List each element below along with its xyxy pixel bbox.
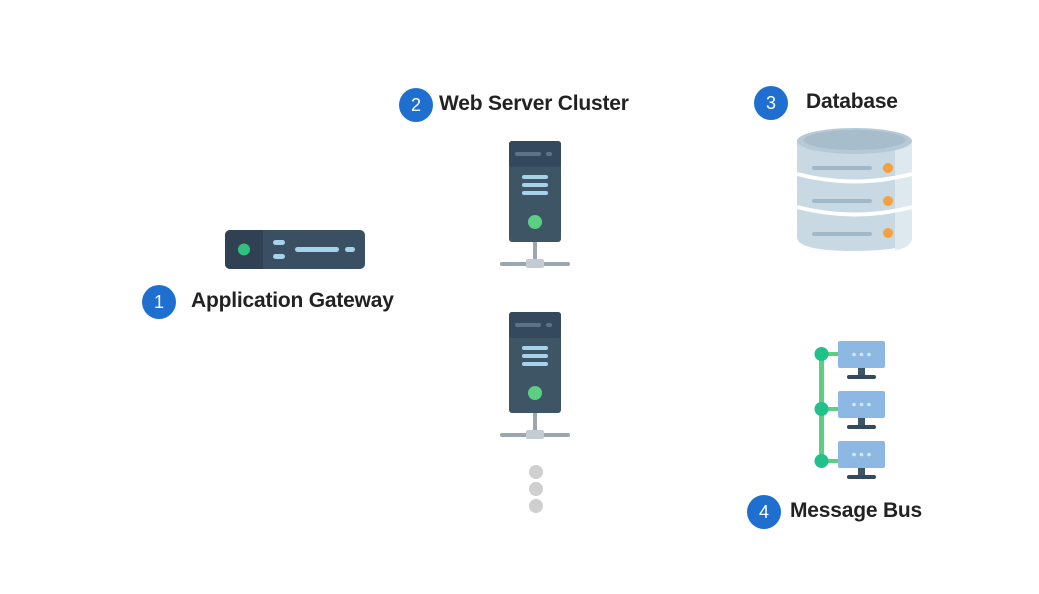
more-servers-ellipsis-icon <box>529 465 543 513</box>
message-bus-label: Message Bus <box>790 499 923 522</box>
application-gateway-label: Application Gateway <box>191 289 394 312</box>
gateway-device-icon <box>225 230 365 269</box>
step-badge-2: 2 <box>399 88 433 122</box>
server-tower-icon <box>500 312 570 439</box>
database-icon <box>796 128 913 251</box>
web-server-cluster-label: Web Server Cluster <box>439 92 629 115</box>
step-badge-3: 3 <box>754 86 788 120</box>
step-badge-1: 1 <box>142 285 176 319</box>
message-bus-icon <box>814 341 885 479</box>
database-label: Database <box>806 90 898 113</box>
server-tower-icon <box>500 141 570 268</box>
step-badge-4: 4 <box>747 495 781 529</box>
